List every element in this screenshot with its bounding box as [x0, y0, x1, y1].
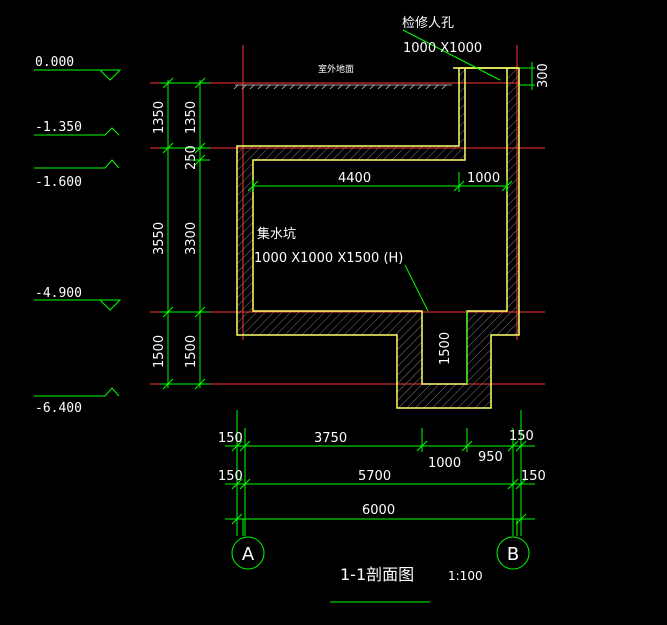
dim-left-3300: 3300	[184, 222, 199, 255]
elevation-3: -4.900	[35, 286, 82, 301]
dim-bottom-r1-150a: 150	[218, 431, 243, 446]
elevation-1: -1.350	[35, 120, 82, 135]
elevation-2: -1.600	[35, 175, 82, 190]
sump-title: 集水坑	[257, 226, 296, 242]
elevation-0: 0.000	[35, 55, 74, 70]
manhole-title: 检修人孔	[402, 16, 454, 31]
dim-bottom-r1-1000: 1000	[428, 456, 461, 471]
dim-manhole-300: 300	[536, 63, 551, 88]
axis-bubble-b: B	[496, 519, 530, 570]
left-dimension-lines	[160, 77, 210, 390]
dim-left-1500b: 1500	[184, 335, 199, 368]
drawing-title: 1-1剖面图	[340, 565, 414, 584]
dim-left-3550: 3550	[152, 222, 167, 255]
manhole-size: 1000 X1000	[403, 41, 482, 56]
dim-bottom-r1-150b: 150	[509, 429, 534, 444]
dim-inner-4400: 4400	[338, 171, 371, 186]
dim-bottom-r2-5700: 5700	[358, 469, 391, 484]
dim-left-1350a: 1350	[152, 101, 167, 134]
dim-bottom-r2-150b: 150	[521, 469, 546, 484]
bottom-dimension-lines	[225, 410, 535, 536]
dim-bottom-r1-3750: 3750	[314, 431, 347, 446]
dim-left-250: 250	[184, 145, 199, 170]
axis-bubble-a: A	[231, 519, 265, 570]
ground-line	[233, 84, 452, 90]
elevation-markers	[34, 69, 122, 397]
axis-label-a: A	[242, 544, 255, 565]
dim-bottom-r2-150a: 150	[218, 469, 243, 484]
ground-label: 室外地面	[318, 63, 354, 75]
sump-size: 1000 X1000 X1500 (H)	[254, 251, 403, 266]
drawing-scale: 1:100	[448, 569, 483, 583]
dim-left-1350b: 1350	[184, 101, 199, 134]
dim-bottom-r3-6000: 6000	[362, 503, 395, 518]
elevation-4: -6.400	[35, 401, 82, 416]
axis-label-b: B	[507, 544, 519, 565]
dim-bottom-r1-950: 950	[478, 450, 503, 465]
dim-inner-1500: 1500	[438, 332, 453, 365]
inner-dimension-lines	[247, 29, 535, 384]
dim-left-1500a: 1500	[152, 335, 167, 368]
dim-inner-1000: 1000	[467, 171, 500, 186]
